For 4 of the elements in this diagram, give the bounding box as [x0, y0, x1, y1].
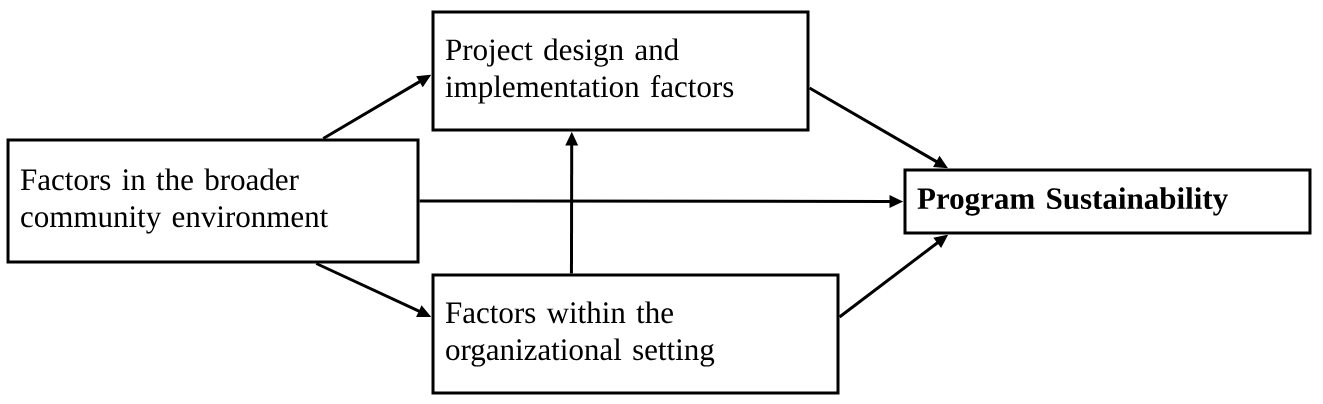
text-box: Factors in the broader community environment — [6, 138, 420, 264]
text-box: Factors within the organizational setting — [431, 273, 840, 395]
text-box: Project design and implementation factors — [431, 10, 810, 132]
text-box: Program Sustainability — [903, 168, 1312, 235]
